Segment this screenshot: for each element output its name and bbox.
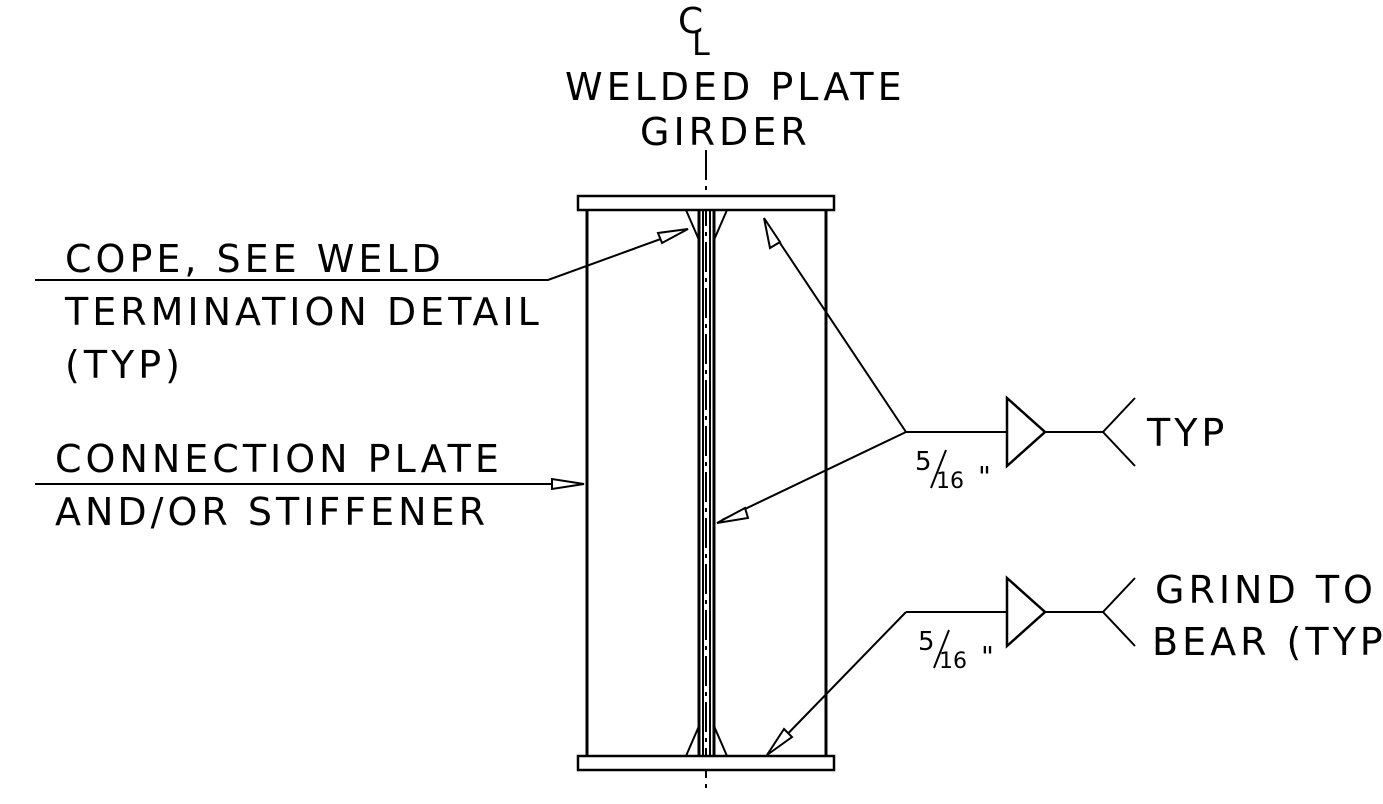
cope-leader-line xyxy=(35,231,681,281)
weld-symbol-2-tail-note-line2: BEAR (TYP) xyxy=(1152,620,1383,664)
weld-symbol-1-leader-top xyxy=(767,224,907,433)
weld-symbol-2-tail xyxy=(1101,577,1136,647)
weld-symbol-2-size-slash xyxy=(933,629,950,669)
connection-callout-line2: AND/OR STIFFENER xyxy=(55,490,489,534)
cope-leader-arrowhead xyxy=(656,228,689,245)
weld-symbol-1-fillet-triangle xyxy=(1005,395,1047,469)
cope-callout-line2: TERMINATION DETAIL xyxy=(64,290,543,334)
connection-callout-line1: CONNECTION PLATE xyxy=(55,437,503,481)
centerline-title-line1: WELDED PLATE xyxy=(565,65,906,109)
bottom-flange xyxy=(576,754,836,772)
centerline-symbol-c: C xyxy=(678,1,703,42)
cope-callout-line3: (TYP) xyxy=(65,343,184,387)
weld-symbol-1-tail-note: TYP xyxy=(1146,411,1228,455)
weld-symbol-2-fillet-triangle xyxy=(1005,575,1047,649)
top-flange xyxy=(576,194,836,212)
cope-callout-line1: COPE, SEE WELD xyxy=(65,237,445,281)
connection-leader-arrowhead xyxy=(551,477,585,491)
weld-symbol-1-size-slash xyxy=(930,449,947,489)
weld-symbol-1-size-numerator: 5 xyxy=(915,447,932,477)
centerline-title-line2: GIRDER xyxy=(640,110,811,154)
cope-weld-bottom-left xyxy=(685,725,700,757)
weld-symbol-1-size-denominator: 16 xyxy=(936,469,964,494)
centerline-symbol-l: L xyxy=(692,25,710,63)
cope-weld-bottom-right xyxy=(713,725,728,757)
weld-symbol-2-tail-note-line1: GRIND TO xyxy=(1155,568,1377,612)
weld-symbol-2-size-unit: " xyxy=(981,640,994,673)
weld-symbol-1-size-unit: " xyxy=(978,460,991,493)
weld-symbol-1-tail xyxy=(1101,397,1136,467)
weld-symbol-2-arrowhead xyxy=(766,727,794,756)
cope-weld-top-left xyxy=(685,209,700,241)
weld-symbol-2-size-numerator: 5 xyxy=(918,627,935,657)
cope-weld-top-right xyxy=(713,209,728,241)
weld-symbol-1-arrowhead-top xyxy=(763,217,782,250)
weld-symbol-2-leader xyxy=(771,611,907,751)
weld-symbol-2-size-denominator: 16 xyxy=(939,649,967,674)
weld-symbol-1-leader-web xyxy=(721,431,907,521)
weld-symbol-1-arrowhead-web xyxy=(716,506,750,524)
